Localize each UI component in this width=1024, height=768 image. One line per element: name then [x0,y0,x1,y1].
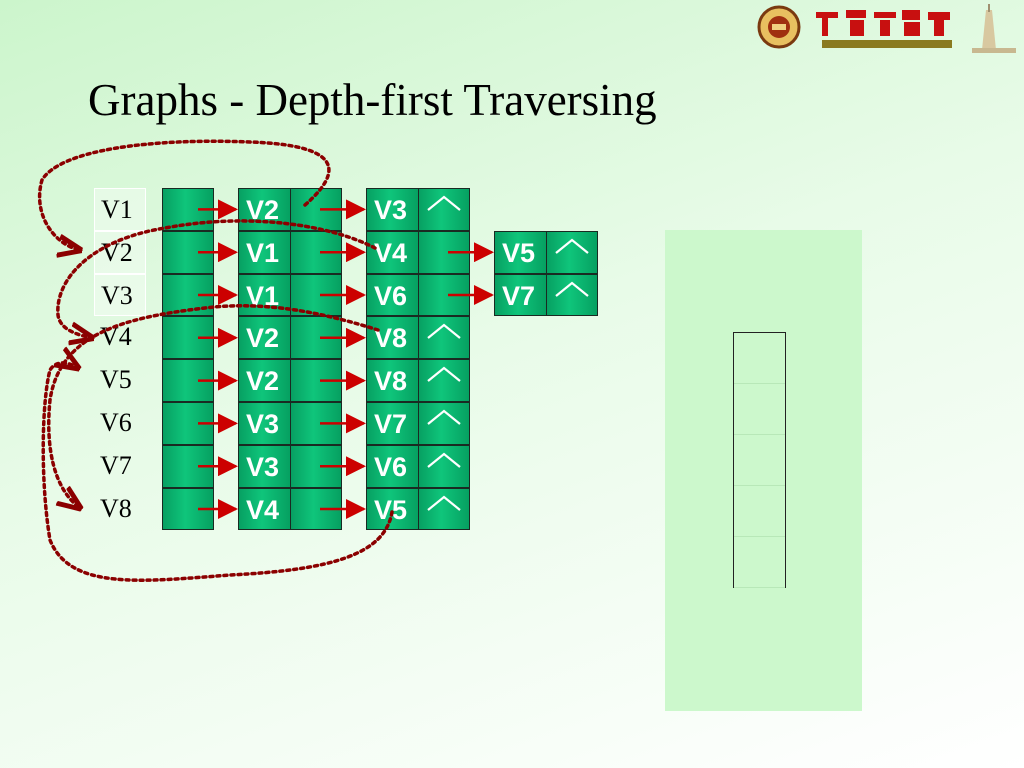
adj-node-label: V3 [246,451,280,482]
head-pointer-1 [162,188,214,231]
slide-title: Graphs - Depth-first Traversing [88,75,657,125]
adj-node-label: V2 [246,366,280,397]
tower-icon [972,4,1016,53]
stack-slot [734,333,785,384]
null-pointer [418,359,470,402]
adj-node-label: V4 [246,494,280,525]
head-pointer-6 [162,402,214,445]
next-pointer [290,444,342,488]
next-pointer [290,402,342,445]
adj-node-label: V7 [374,409,408,439]
null-pointer-icon [427,452,461,468]
university-logo-icon [757,4,1016,53]
adj-node-name: V3 [238,402,291,445]
adj-node-name: V2 [238,359,291,402]
next-pointer [290,359,342,402]
head-pointer-5 [162,359,214,402]
head-pointer-7 [162,444,214,488]
adj-node-name: V6 [366,444,419,488]
null-pointer-icon [427,366,461,383]
vertex-label-v4: V4 [100,322,132,352]
adj-node-label: V3 [246,409,280,439]
adj-node-label: V1 [246,237,280,268]
adj-node-name: V4 [238,487,291,531]
adj-node-label: V4 [374,237,408,268]
adj-node-label: V2 [246,323,280,354]
vertex-label-v1: V1 [94,188,146,231]
adj-node-label: V1 [246,280,280,311]
null-pointer [418,402,470,445]
stack-slot [734,384,785,435]
adj-node-name: V2 [238,316,291,360]
stack-panel [665,230,862,711]
null-pointer-icon [555,238,589,254]
null-pointer-icon [427,495,461,511]
adj-node-name: V3 [238,444,291,488]
adj-node-name: V7 [366,402,419,445]
adj-node-label: V6 [374,280,408,311]
vertex-label-v6: V6 [100,407,132,437]
next-pointer [290,188,342,231]
head-pointer-2 [162,230,214,274]
adj-node-label: V5 [374,494,408,525]
adj-node-name: V2 [238,188,291,231]
adj-node-label: V5 [502,237,536,268]
adj-node-label: V8 [374,323,408,354]
adj-node-label: V6 [374,451,408,482]
null-pointer-icon [427,323,461,340]
next-pointer [418,230,470,274]
adj-node-name: V1 [238,273,291,317]
adj-node-name: V8 [366,359,419,402]
head-pointer-3 [162,273,214,317]
stack-slot [734,435,785,486]
adj-node-name: V1 [238,230,291,274]
null-pointer [546,273,598,317]
next-pointer [290,316,342,360]
adj-node-label: V7 [502,280,536,311]
stack-slot [734,537,785,588]
adj-node-name: V6 [366,273,419,317]
vertex-label-v5: V5 [100,365,132,395]
vertex-label-v3: V3 [94,273,146,317]
adj-node-name: V5 [494,230,547,274]
next-pointer [418,273,470,317]
next-pointer [290,273,342,317]
null-pointer-icon [555,281,589,297]
next-pointer [290,487,342,531]
adj-node-name: V8 [366,316,419,360]
vertex-label-v8: V8 [100,493,132,523]
null-pointer [418,444,470,488]
adj-node-name: V5 [366,487,419,531]
adj-node-name: V4 [366,230,419,274]
null-pointer-icon [427,409,461,425]
null-pointer [418,316,470,360]
null-pointer [418,188,470,231]
traversal-stack [733,332,786,588]
null-pointer [418,487,470,531]
stack-slot [734,486,785,537]
null-pointer [546,230,598,274]
vertex-label-v2: V2 [94,230,146,274]
head-pointer-8 [162,487,214,531]
adj-node-label: V8 [374,366,408,397]
null-pointer-icon [427,195,461,211]
adj-node-label: V2 [246,195,280,225]
next-pointer [290,230,342,274]
head-pointer-4 [162,316,214,360]
adj-node-name: V3 [366,188,419,231]
adj-node-name: V7 [494,273,547,317]
vertex-label-v7: V7 [100,450,132,480]
adj-node-label: V3 [374,195,408,225]
